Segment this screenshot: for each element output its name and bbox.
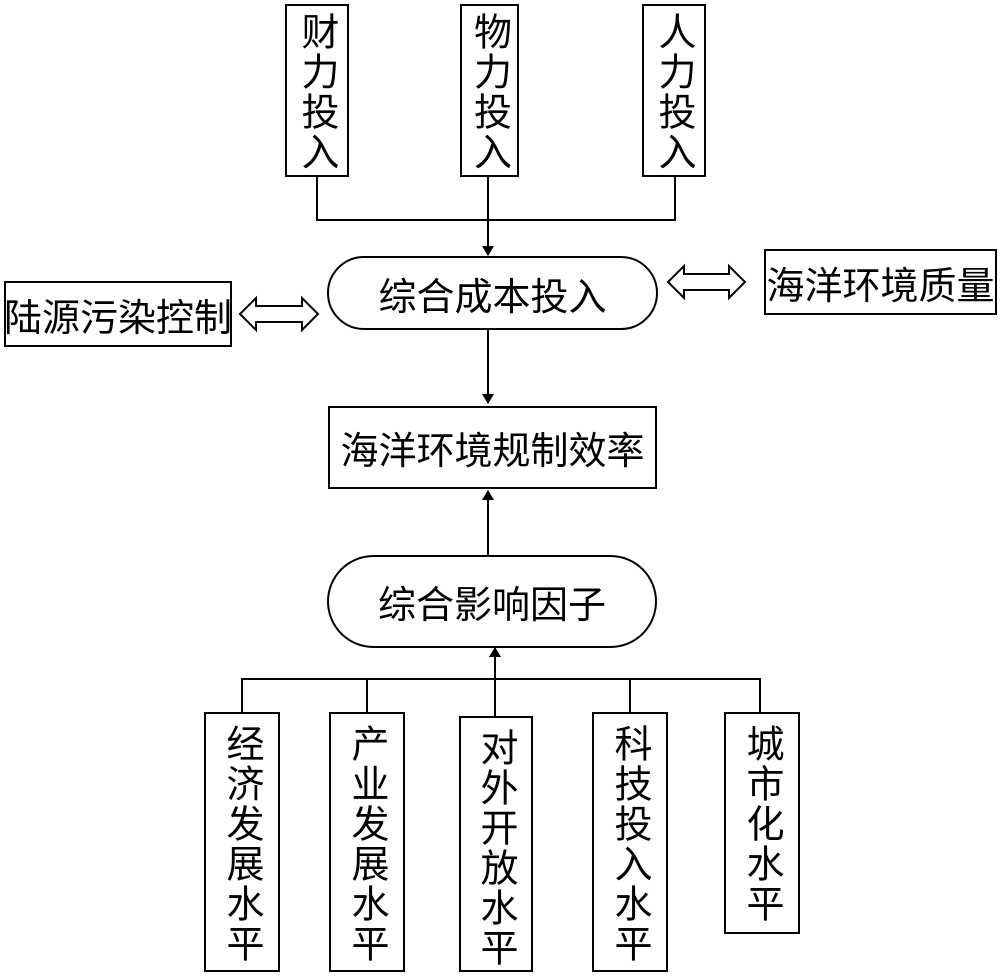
input-box-human: 人力投入 (642, 4, 706, 177)
input-label: 人力投入 (652, 12, 696, 172)
right-box-marine-quality: 海洋环境质量 (764, 249, 997, 315)
left-box-land-pollution: 陆源污染控制 (4, 281, 232, 347)
input-box-financial: 财力投入 (285, 4, 349, 177)
efficiency-box: 海洋环境规制效率 (328, 406, 657, 489)
input-label: 财力投入 (295, 12, 339, 172)
input-box-material: 物力投入 (460, 4, 519, 177)
inputs-connector (316, 176, 676, 256)
factor-label: 产业发展水平 (345, 724, 389, 964)
right-box-label: 海洋环境质量 (766, 263, 995, 308)
factor-node: 综合影响因子 (327, 555, 657, 648)
left-double-arrow (238, 295, 320, 333)
cost-node: 综合成本投入 (327, 256, 658, 330)
factor-box-industry: 产业发展水平 (329, 712, 405, 972)
factor-box-urbanization: 城市化水平 (724, 712, 800, 934)
factor-label: 对外开放水平 (474, 728, 518, 968)
factor-box-technology: 科技投入水平 (592, 712, 668, 972)
efficiency-label: 海洋环境规制效率 (340, 429, 645, 473)
factor-node-label: 综合影响因子 (377, 583, 606, 627)
factor-box-economic: 经济发展水平 (204, 712, 280, 972)
factor-label: 经济发展水平 (220, 724, 264, 964)
factor-label: 城市化水平 (740, 724, 784, 924)
factor-label: 科技投入水平 (608, 724, 652, 964)
right-double-arrow (666, 263, 747, 301)
factor-box-openness: 对外开放水平 (459, 716, 533, 972)
left-box-label: 陆源污染控制 (4, 295, 233, 340)
factors-connector (241, 647, 761, 716)
cost-node-label: 综合成本投入 (378, 274, 607, 319)
input-label: 物力投入 (467, 12, 512, 172)
